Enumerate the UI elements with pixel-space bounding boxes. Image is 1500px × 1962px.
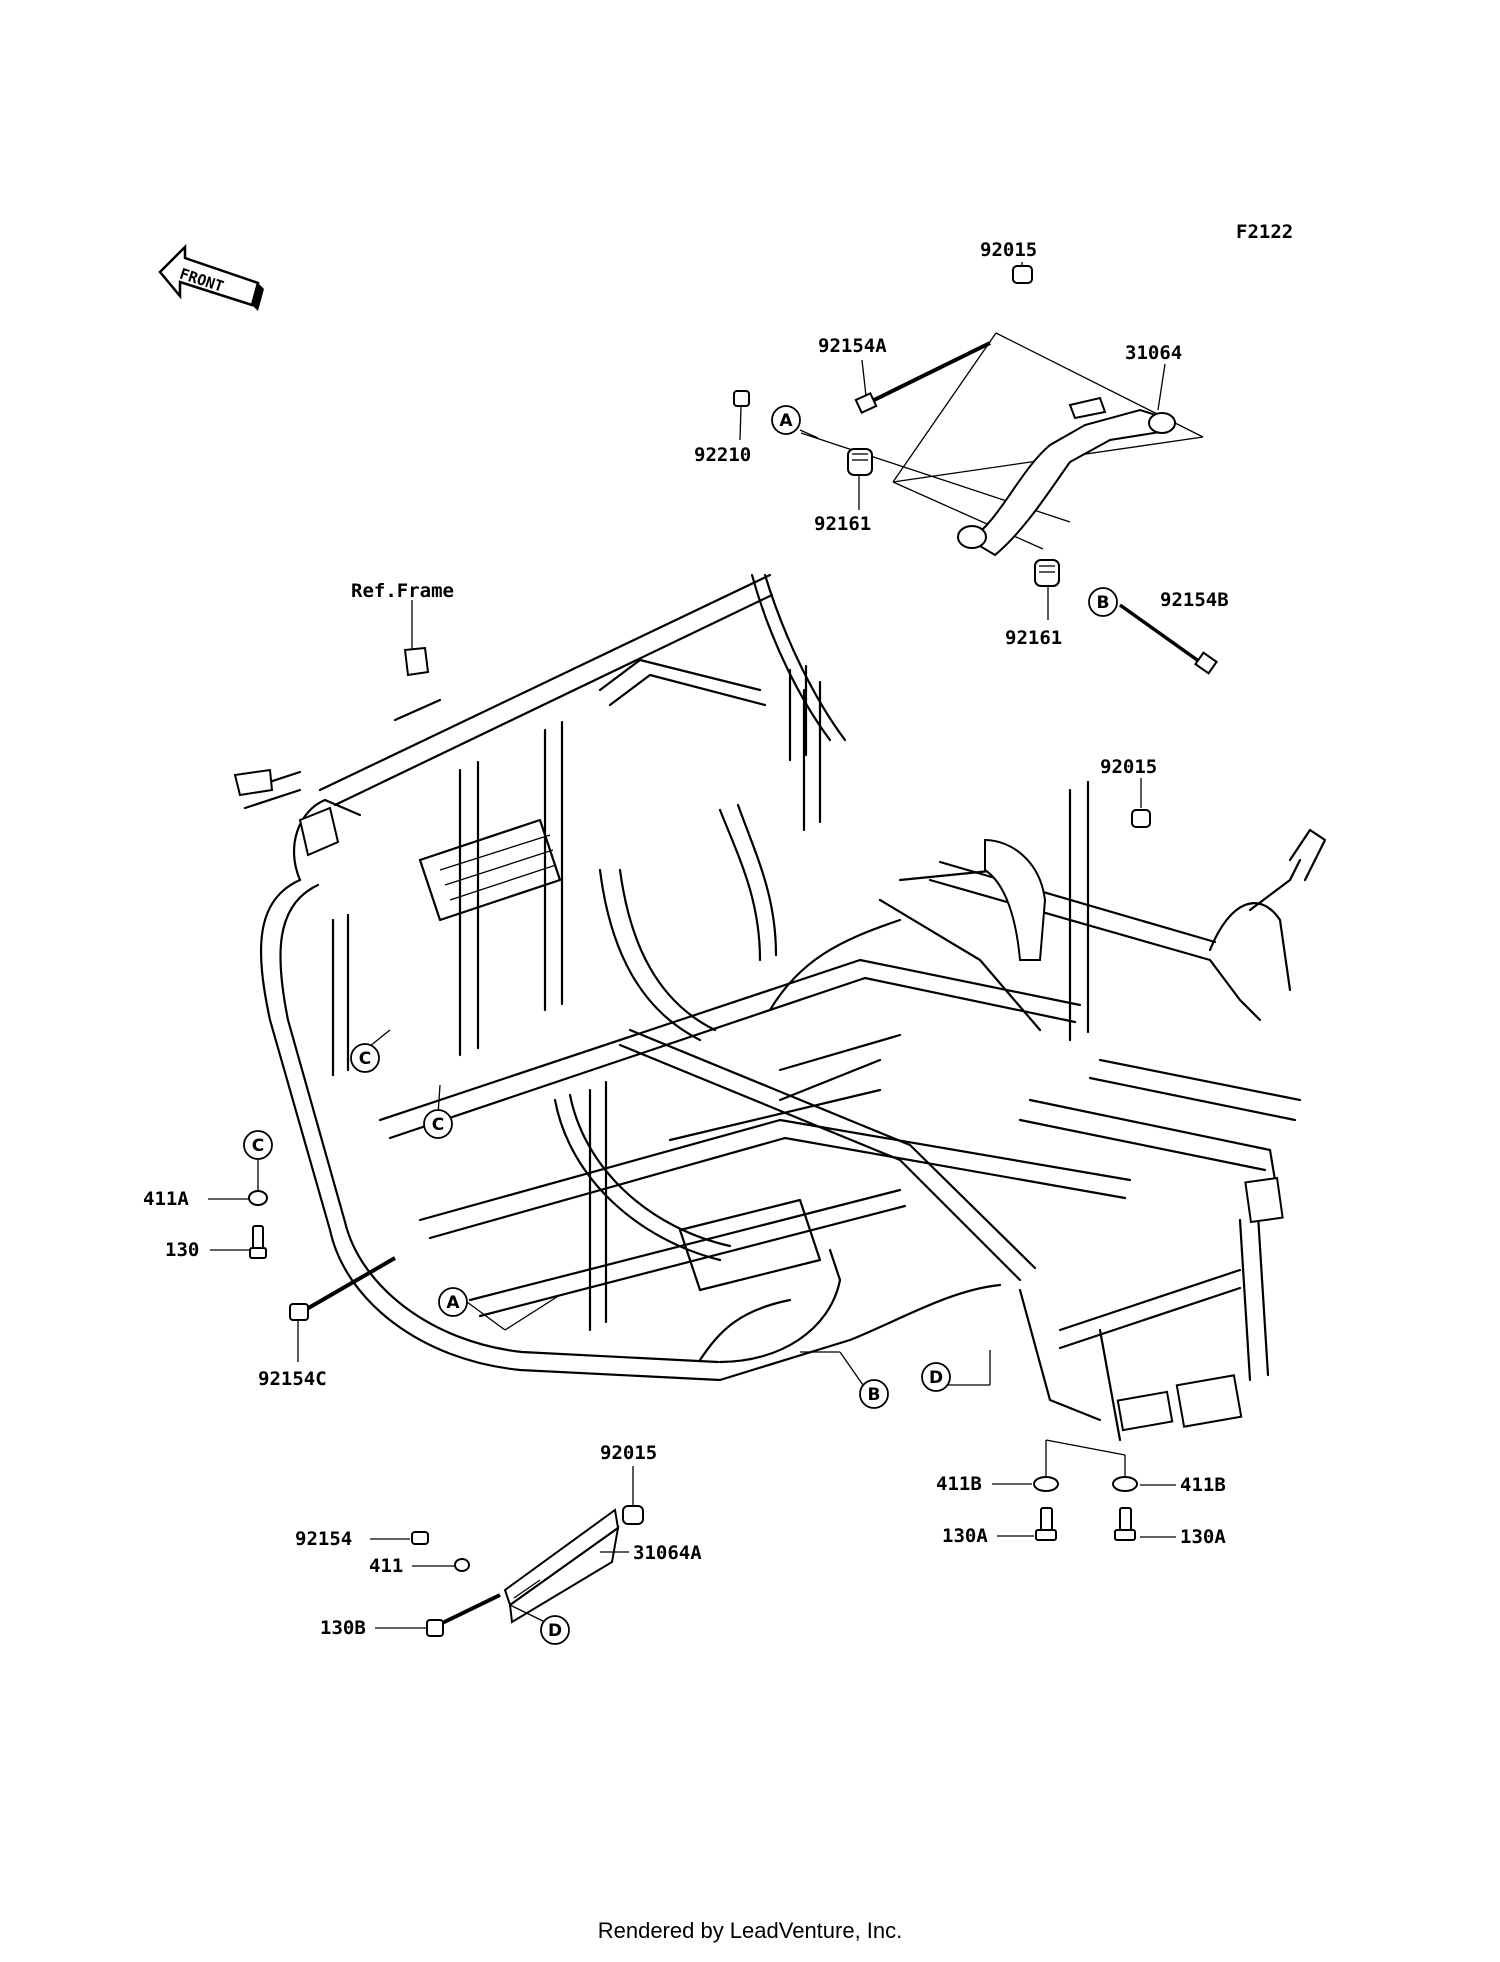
front-arrow-icon: FRONT: [158, 243, 264, 311]
part-92154B: 92154B: [1160, 589, 1229, 611]
part-130A-right: 130A: [1180, 1526, 1226, 1548]
part-31064: 31064: [1125, 342, 1182, 364]
callout-D-bracket: D: [509, 1604, 570, 1645]
callout-C-left1: C: [350, 1029, 391, 1073]
part-411B-left: 411B: [936, 1473, 982, 1495]
part-92154C: 92154C: [258, 1368, 327, 1390]
part-92015-top: 92015: [980, 239, 1037, 261]
part-411A: 411A: [143, 1188, 189, 1210]
vehicle-frame: [233, 573, 1327, 1442]
part-92154: 92154: [295, 1528, 352, 1550]
svg-text:A: A: [779, 411, 793, 431]
callout-B-frame: B: [800, 1351, 889, 1409]
part-92161-right: 92161: [1005, 627, 1062, 649]
svg-text:C: C: [432, 1115, 444, 1135]
callout-C-legend: C: [243, 1130, 273, 1190]
svg-text:C: C: [252, 1136, 264, 1156]
svg-text:B: B: [868, 1385, 881, 1405]
part-92015-mid: 92015: [1100, 756, 1157, 778]
callout-A-top: A: [771, 405, 819, 439]
part-92161-left: 92161: [814, 513, 871, 535]
callout-B-top: B: [1088, 587, 1118, 617]
upper-bracket-assembly: [733, 265, 1218, 675]
part-92015-bottom: 92015: [600, 1442, 657, 1464]
part-411: 411: [369, 1555, 403, 1577]
svg-text:D: D: [929, 1368, 943, 1388]
part-130: 130: [165, 1239, 199, 1261]
svg-text:D: D: [548, 1621, 562, 1641]
footer-credit: Rendered by LeadVenture, Inc.: [597, 1918, 903, 1943]
figure-code: F2122: [1236, 221, 1293, 243]
part-130B: 130B: [320, 1617, 366, 1639]
ref-frame-label: Ref.Frame: [351, 580, 454, 602]
callout-C-left2: C: [423, 1084, 453, 1139]
svg-text:B: B: [1097, 593, 1110, 613]
part-31064A: 31064A: [633, 1542, 702, 1564]
part-130A-left: 130A: [942, 1525, 988, 1547]
callout-D-frame: D: [921, 1350, 991, 1392]
part-92154A: 92154A: [818, 335, 887, 357]
part-411B-right: 411B: [1180, 1474, 1226, 1496]
svg-text:C: C: [359, 1049, 371, 1069]
part-92210: 92210: [694, 444, 751, 466]
callout-A-frame: A: [438, 1287, 561, 1331]
svg-text:A: A: [446, 1293, 460, 1313]
